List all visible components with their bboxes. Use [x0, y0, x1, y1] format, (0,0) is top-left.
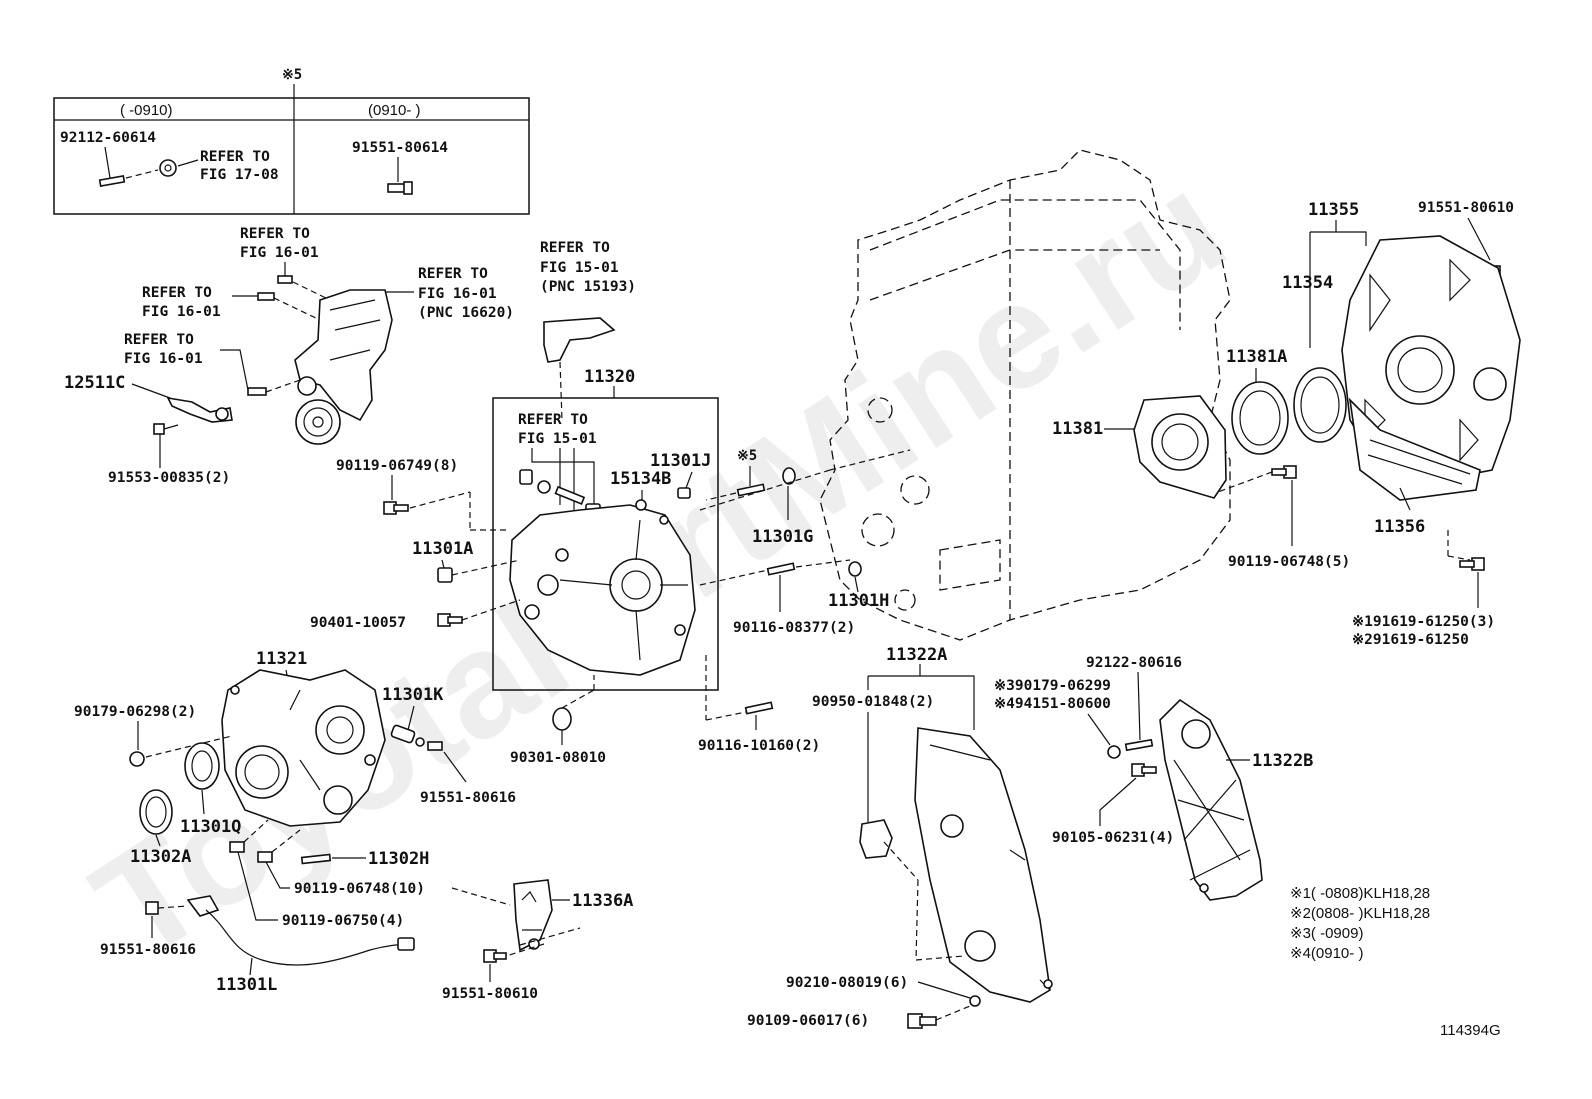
label-11336A[interactable]: 11336A — [572, 891, 633, 911]
label-11301H[interactable]: 11301H — [828, 591, 889, 611]
table-col1-header: ( -0910) — [120, 102, 173, 119]
label-90179-06298[interactable]: 90179-06298(2) — [74, 704, 196, 720]
belt-cover-b — [1159, 698, 1263, 901]
label-11381[interactable]: 11381 — [1052, 419, 1103, 439]
label-91619-61250-a[interactable]: ※191619-61250(3) — [1352, 614, 1495, 630]
label-11302H[interactable]: 11302H — [368, 849, 429, 869]
table-col1-part[interactable]: 92112-60614 — [60, 130, 156, 146]
label-91551-80616-b[interactable]: 91551-80616 — [100, 942, 196, 958]
refer-fig15-box-2: FIG 15-01 — [518, 431, 597, 447]
footnotes: ※1( -0808)KLH18,28 ※2(0808- )KLH18,28 ※3… — [1290, 885, 1430, 962]
label-11322A[interactable]: 11322A — [886, 645, 947, 665]
label-90179-06299[interactable]: ※390179-06299 — [994, 678, 1111, 694]
footnote-3: ※3( -0909) — [1290, 925, 1363, 942]
refer-fig16-top-2: FIG 16-01 — [240, 245, 319, 261]
label-90116-10160[interactable]: 90116-10160(2) — [698, 738, 820, 754]
label-11320[interactable]: 11320 — [584, 367, 635, 387]
timing-chain-cover — [509, 504, 696, 676]
label-11302A[interactable]: 11302A — [130, 847, 191, 867]
refer-fig16-right-3: (PNC 16620) — [418, 305, 514, 321]
label-91619-61250-b[interactable]: ※291619-61250 — [1352, 632, 1469, 648]
label-91551-80610-a[interactable]: 91551-80610 — [1418, 200, 1514, 216]
chain-case-group: REFER TO FIG 15-01 (PNC 15193) 11320 REF… — [310, 240, 911, 766]
variant-table: ※5 ( -0910) (0910- ) 92112-60614 REFER T… — [53, 67, 530, 215]
refer-fig16-low-1: REFER TO — [124, 332, 194, 348]
label-90116-08377[interactable]: 90116-08377(2) — [733, 620, 855, 636]
footnote-4: ※4(0910- ) — [1290, 945, 1363, 962]
engine-block-outline — [819, 149, 1231, 641]
label-11321[interactable]: 11321 — [256, 649, 307, 669]
label-94151-80600[interactable]: ※494151-80600 — [994, 696, 1111, 712]
front-cover — [221, 669, 386, 827]
label-91551-80610-b[interactable]: 91551-80610 — [442, 986, 538, 1002]
label-11354[interactable]: 11354 — [1282, 273, 1333, 293]
label-11301A[interactable]: 11301A — [412, 539, 473, 559]
label-92122-80616[interactable]: 92122-80616 — [1086, 655, 1182, 671]
refer-fig15-top-3: (PNC 15193) — [540, 279, 636, 295]
label-11301L[interactable]: 11301L — [216, 975, 277, 995]
label-11322B[interactable]: 11322B — [1252, 751, 1313, 771]
belt-cover-group: 11322A 90950-01848(2) 90210-08019(6) 901… — [747, 645, 1053, 1029]
label-90119-06750[interactable]: 90119-06750(4) — [282, 913, 404, 929]
refer-fig15-top-1: REFER TO — [540, 240, 610, 256]
label-11301G[interactable]: 11301G — [752, 527, 813, 547]
table-marker: ※5 — [282, 67, 302, 83]
table-col2-part[interactable]: 91551-80614 — [352, 140, 448, 156]
footnote-2: ※2(0808- )KLH18,28 — [1290, 905, 1430, 922]
flange-bolt-icon — [387, 181, 413, 195]
seal-retainer-11381 — [1133, 395, 1227, 499]
refer-fig16-top-1: REFER TO — [240, 226, 310, 242]
refer-fig15-box-1: REFER TO — [518, 412, 588, 428]
label-90119-06748-5[interactable]: 90119-06748(5) — [1228, 554, 1350, 570]
refer-fig16-low-2: FIG 16-01 — [124, 351, 203, 367]
rear-plate-group: 11381 11381A 11355 11354 91551-80610 — [1052, 200, 1521, 648]
figure-id: 114394G — [1440, 1022, 1501, 1039]
label-12511C[interactable]: 12511C — [64, 373, 125, 393]
bolt-icon — [98, 159, 177, 187]
label-90105-06231[interactable]: 90105-06231(4) — [1052, 830, 1174, 846]
label-90109-06017[interactable]: 90109-06017(6) — [747, 1013, 869, 1029]
dust-shield-11356 — [1348, 397, 1481, 501]
table-col2-header: (0910- ) — [368, 102, 421, 119]
refer-fig16-left-2: FIG 16-01 — [142, 304, 221, 320]
label-11301Q[interactable]: 11301Q — [180, 817, 241, 837]
front-cover-group: 11321 11301K 91551-80616 90179-06298(2) … — [74, 649, 633, 1002]
label-90950-01848[interactable]: 90950-01848(2) — [812, 694, 934, 710]
belt-cover-b-group: 92122-80616 ※390179-06299 ※494151-80600 … — [994, 655, 1313, 901]
label-11381A[interactable]: 11381A — [1226, 347, 1287, 367]
label-90119-06748-10[interactable]: 90119-06748(10) — [294, 881, 425, 897]
tensioner-group: REFER TO FIG 16-01 REFER TO FIG 16-01 (P… — [64, 226, 514, 486]
label-11301K[interactable]: 11301K — [382, 685, 444, 705]
label-15134B[interactable]: 15134B — [610, 469, 671, 489]
sensor-11336A — [513, 879, 553, 952]
refer-fig16-right-2: FIG 16-01 — [418, 286, 497, 302]
label-11355[interactable]: 11355 — [1308, 200, 1359, 220]
refer-fig15-top-2: FIG 15-01 — [540, 260, 619, 276]
table-col1-refer-2: FIG 17-08 — [200, 167, 279, 183]
label-90210-08019[interactable]: 90210-08019(6) — [786, 975, 908, 991]
star5-label: ※5 — [737, 448, 757, 464]
label-91553-00835[interactable]: 91553-00835(2) — [108, 470, 230, 486]
label-11301J[interactable]: 11301J — [650, 451, 711, 471]
tensioner-bracket — [294, 289, 393, 445]
label-11356[interactable]: 11356 — [1374, 517, 1425, 537]
table-col1-refer-1: REFER TO — [200, 149, 270, 165]
footnote-1: ※1( -0808)KLH18,28 — [1290, 885, 1430, 902]
sensor-harness-11301L — [145, 895, 415, 966]
label-90401-10057[interactable]: 90401-10057 — [310, 615, 406, 631]
label-90301-08010[interactable]: 90301-08010 — [510, 750, 606, 766]
refer-fig16-right-1: REFER TO — [418, 266, 488, 282]
rear-plate-11355 — [1341, 235, 1521, 481]
label-91551-80616-a[interactable]: 91551-80616 — [420, 790, 516, 806]
label-90119-06749[interactable]: 90119-06749(8) — [336, 458, 458, 474]
belt-cover — [914, 727, 1053, 1003]
refer-fig16-left-1: REFER TO — [142, 285, 212, 301]
